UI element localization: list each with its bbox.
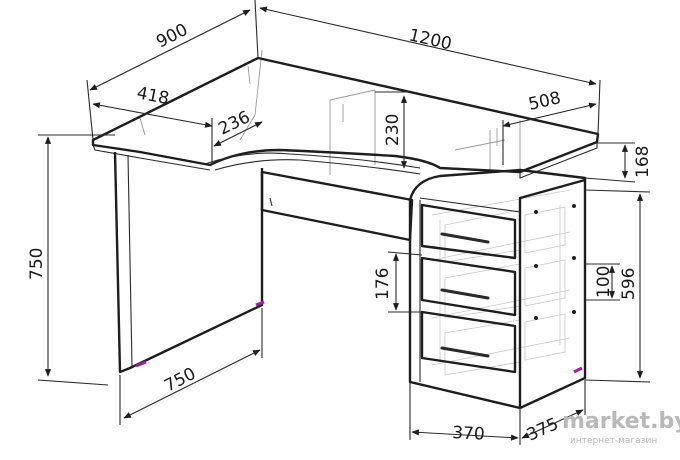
dim-depth-label: 900	[153, 20, 191, 53]
foot-glide	[573, 366, 583, 374]
drawer-front-3	[420, 310, 517, 374]
foot-glide	[255, 300, 265, 307]
dim-pedestal-height-label: 596	[619, 268, 639, 300]
watermark-brand: market.by	[562, 409, 680, 434]
dim-right-depth-label: 508	[527, 88, 563, 115]
dim-left-depth-label: 418	[135, 83, 171, 109]
dim-inner-drawer-label: 100	[594, 266, 614, 298]
dim-leg-depth-label: 750	[161, 364, 199, 397]
drawer-front-2	[420, 256, 517, 317]
dim-niche-height-label: 230	[383, 114, 403, 146]
hidden-lines	[139, 49, 571, 376]
dimension-lines	[37, 0, 651, 445]
foot-glide	[135, 360, 147, 368]
dim-top-drawer-label: 168	[633, 146, 653, 178]
desk-top	[91, 56, 600, 179]
dim-pedestal-width-label: 370	[452, 423, 485, 445]
drawer-handle	[440, 232, 490, 244]
dim-width-label: 1200	[407, 25, 454, 54]
drawer-handle	[440, 288, 490, 300]
watermark-tagline: интернет-магазин	[570, 436, 657, 446]
dim-pedestal-depth-label: 375	[524, 414, 562, 445]
dim-drawer-height-label: 176	[373, 268, 393, 300]
drawer-handle	[440, 346, 490, 358]
front-rail	[260, 170, 414, 242]
pedestal	[408, 168, 587, 410]
left-leg	[113, 151, 265, 374]
dim-height-label: 750	[27, 248, 47, 280]
dim-niche-width-label: 236	[215, 107, 253, 139]
drawer-front-1	[420, 203, 517, 260]
